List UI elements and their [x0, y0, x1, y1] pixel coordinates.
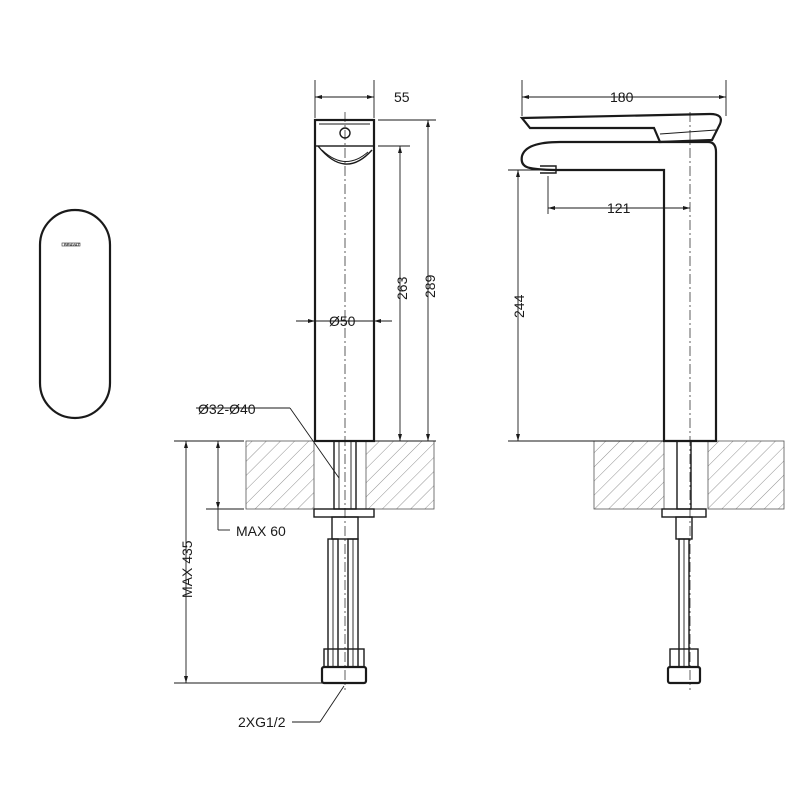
dim-spout-height: 244 — [511, 294, 527, 318]
brand-logo: BRAVAT — [64, 242, 80, 247]
front-view — [519, 112, 785, 690]
side-dimensions: 55 263 289 Ø50 Ø32-Ø40 MAX 60 — [174, 80, 438, 730]
front-dimensions: 180 121 244 — [508, 80, 727, 442]
faucet-body-side — [313, 118, 376, 443]
countertop-front-left — [593, 440, 665, 510]
dim-max-counter: MAX 60 — [236, 523, 286, 539]
side-view — [245, 112, 435, 690]
dim-body-diameter: Ø50 — [329, 313, 356, 329]
dim-spout-width: 180 — [610, 89, 634, 105]
countertop-left — [245, 440, 315, 510]
countertop-right — [365, 440, 435, 510]
handle-top-view: BRAVAT — [38, 208, 112, 420]
dim-total-height: 289 — [422, 274, 438, 298]
dim-max-hose: MAX 435 — [179, 540, 195, 598]
dim-spout-reach: 121 — [607, 200, 631, 216]
dim-top-width: 55 — [394, 89, 410, 105]
dim-body-height: 263 — [394, 276, 410, 300]
dim-hole-diameter: Ø32-Ø40 — [198, 401, 256, 417]
dim-connection: 2XG1/2 — [238, 714, 286, 730]
countertop-front-right — [707, 440, 785, 510]
